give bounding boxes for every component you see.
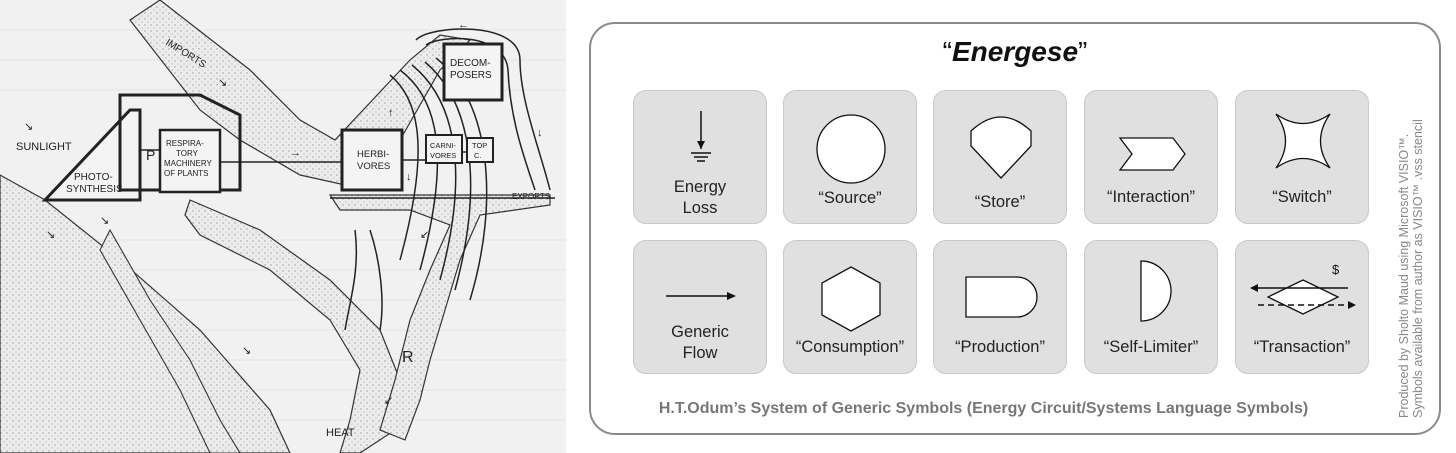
title-word: Energese [951,36,1079,67]
diamond-transaction-icon: $ [1250,262,1356,315]
svg-text:↓: ↓ [537,127,543,139]
energese-title: “Energese” [591,36,1439,68]
decomposers-label-2: POSERS [450,70,492,81]
chevron-interaction-icon [1118,137,1186,171]
r-label: R [402,349,414,366]
herbivores-label-2: VORES [357,161,390,172]
top-carnivores-label-1: TOP [472,141,487,150]
respiratory-label-4: OF PLANTS [164,169,208,178]
photosynthesis-label-2: SYNTHESIS [66,184,123,195]
sunlight-label: SUNLIGHT [16,141,72,153]
production-card: “Production” [933,240,1067,374]
svg-text:↘: ↘ [218,77,227,89]
transaction-currency: $ [1332,262,1340,277]
generic-flow-label-1: Generic [671,323,729,341]
p-label: P [146,147,155,163]
source-label: “Source” [818,189,882,207]
svg-text:↙: ↙ [384,395,393,407]
credit-line-2: Symbols available from author as VISIO™ … [1411,119,1425,418]
svg-text:↘: ↘ [100,215,109,227]
connector-lines [140,149,555,199]
arrow-flow-icon [666,292,736,300]
heat-label: HEAT [326,427,355,439]
ecosystem-diagram-svg: ↘↘↘ ↘↘→ ←↓↙ ↙↓↑ IMPORTS SUNLIGHT P PHOTO… [0,0,566,453]
energese-panel: “Energese” Energy Loss “Source” “Store [589,22,1441,435]
svg-text:←: ← [458,19,469,31]
svg-text:↓: ↓ [406,171,412,183]
energy-loss-label-1: Energy [673,178,727,196]
herbivores-label-1: HERBI- [357,149,389,160]
flow-arrow-glyphs: ↘ ↘ ↘ ↘ ↘ → ← ↓ ↙ ↙ ↓ ↑ [24,19,543,407]
photosynthesis-label-1: PHOTO- [74,172,113,183]
svg-text:↑: ↑ [388,107,394,119]
credit-line-1: Produced by Sholto Maud using Microsoft … [1397,133,1411,418]
production-label: “Production” [955,338,1045,356]
switch-card: “Switch” [1235,90,1369,224]
interaction-card: “Interaction” [1084,90,1218,224]
heat-sink-channel [99,228,241,453]
exports-label: EXPORTS [512,192,550,201]
generic-flow-card: Generic Flow [633,240,767,374]
energese-legend: “Energese” Energy Loss “Source” “Store [566,0,1456,453]
consumption-card: “Consumption” [783,240,917,374]
generic-flow-label-2: Flow [682,344,718,362]
compartment-boxes [41,42,504,202]
bullet-production-icon [965,276,1038,318]
ecosystem-energy-diagram: ↘↘↘ ↘↘→ ←↓↙ ↙↓↑ IMPORTS SUNLIGHT P PHOTO… [0,0,566,453]
consumer-loss-channels [328,194,551,441]
transaction-card: $ “Transaction” [1235,240,1369,374]
svg-text:↘: ↘ [24,121,33,133]
carnivores-label-2: VORES [430,151,456,160]
energy-loss-ground-icon [691,111,711,162]
source-card: “Source” [783,90,917,224]
top-carnivores-label-2: C. [474,151,482,160]
store-card: “Store” [933,90,1067,224]
respiratory-label-1: RESPIRA- [166,139,204,148]
store-label: “Store” [974,193,1026,211]
consumption-label: “Consumption” [795,338,905,356]
energese-footer: H.T.Odum’s System of Generic Symbols (En… [658,400,1309,417]
tank-store-icon [970,116,1032,179]
switch-label: “Switch” [1272,188,1332,206]
credit-text: Produced by Sholto Maud using Microsoft … [1397,52,1425,422]
respiratory-label-2: TORY [176,149,199,158]
decomposers-label-1: DECOM- [450,58,491,69]
title-close-quote: ” [1078,36,1088,67]
svg-text:↘: ↘ [46,229,55,241]
energy-loss-card: Energy Loss [633,90,767,224]
respiratory-label-3: MACHINERY [164,159,213,168]
energy-loss-label-2: Loss [682,199,718,217]
svg-text:↙: ↙ [420,229,429,241]
svg-text:→: → [290,147,301,159]
carnivores-label-1: CARNI- [430,141,456,150]
interaction-label: “Interaction” [1106,188,1196,206]
hexagon-consumption-icon [821,266,881,332]
circle-source-icon [816,114,886,184]
half-circle-limiter-icon [1140,260,1172,322]
respiration-flow-channel [184,199,401,453]
transaction-label: “Transaction” [1253,338,1351,356]
self-limiter-label: “Self-Limiter” [1103,338,1199,356]
title-open-quote: “ [942,36,952,67]
self-limiter-card: “Self-Limiter” [1084,240,1218,374]
concave-switch-icon [1275,113,1331,169]
svg-text:↘: ↘ [242,345,251,357]
